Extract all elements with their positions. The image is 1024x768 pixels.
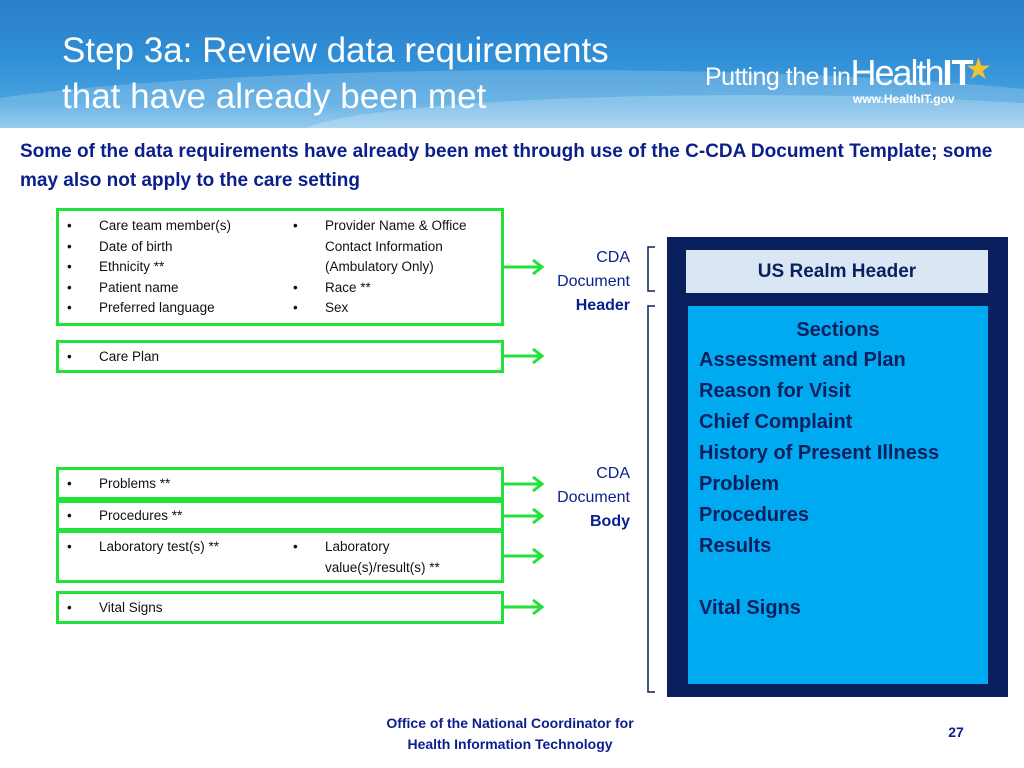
procedures-box: Procedures ** [56,500,504,531]
cda-label-line: Header [536,294,630,318]
list-item: Laboratory test(s) ** [59,537,289,558]
list-item-continuation: value(s)/result(s) ** [325,559,440,575]
section-item: Procedures [699,504,810,526]
demographics-box: Care team member(s) Date of birth Ethnic… [56,208,504,326]
us-realm-header-box: US Realm Header [686,250,988,293]
section-item: Reason for Visit [699,380,851,402]
cda-label-line: Document [557,489,630,506]
footer-line: Health Information Technology [407,736,613,752]
list-item-continuation: (Ambulatory Only) [325,259,434,274]
title-line-1: Step 3a: Review data requirements [62,31,609,70]
logo-text: Health [850,52,944,93]
section-item: Chief Complaint [699,411,853,433]
list-item: Vital Signs [59,598,499,619]
list-item: Date of birth [59,237,289,258]
cda-label-line: Document [557,273,630,290]
section-spacer [688,562,988,593]
logo-text: I [822,63,829,91]
header-bracket [647,246,655,292]
cda-label-line: CDA [596,249,630,266]
section-item: Problem [699,473,780,495]
arrow-right-icon [503,507,545,525]
title-line-2: that have already been met [62,77,487,116]
cda-header-label: CDA Document Header [536,246,630,318]
arrow-right-icon [503,598,545,616]
laboratory-box: Laboratory test(s) ** Laboratory value(s… [56,530,504,583]
list-item: Race ** [285,278,505,299]
list-item: Sex [285,298,505,319]
section-item: Results [699,535,772,557]
arrow-right-icon [503,347,545,365]
care-plan-col: Care Plan [59,347,499,368]
sections-title: Sections [796,319,880,341]
procedures-col: Procedures ** [59,506,499,527]
star-icon: ★ [965,53,992,86]
cda-label-emphasis: Body [590,513,630,530]
logo-text: IT [942,52,974,93]
vital-signs-box: Vital Signs [56,591,504,624]
page-number: 27 [948,724,964,740]
laboratory-col-1: Laboratory test(s) ** [59,537,289,558]
footer-organization: Office of the National Coordinator for H… [360,713,660,755]
logo-text: in [831,63,851,91]
logo-text: Putting the [705,63,820,91]
demographics-col-2: Provider Name & Office Contact Informati… [285,216,505,319]
demographics-col-1: Care team member(s) Date of birth Ethnic… [59,216,289,319]
list-item: Patient name [59,278,289,299]
slide-title: Step 3a: Review data requirements that h… [62,28,702,120]
list-item: Ethnicity ** [59,257,289,278]
vital-signs-col: Vital Signs [59,598,499,619]
sections-box: Sections Assessment and Plan Reason for … [688,306,988,684]
header-banner [0,0,1024,128]
body-bracket [647,305,655,693]
list-item: Care team member(s) [59,216,289,237]
list-item-continuation: Contact Information [325,238,443,254]
list-item: Provider Name & Office [285,216,505,237]
cda-label-emphasis: Header [575,297,630,314]
cda-label-line: Body [536,510,630,534]
arrow-right-icon [503,475,545,493]
care-plan-box: Care Plan [56,340,504,373]
section-item: Assessment and Plan [699,349,906,371]
list-item: Laboratory [285,537,505,558]
section-item: History of Present Illness [699,442,940,464]
list-item: Preferred language [59,298,289,319]
laboratory-col-2: Laboratory value(s)/result(s) ** [285,537,505,578]
list-item: Procedures ** [59,506,499,527]
list-item: Care Plan [59,347,499,368]
list-item: Problems ** [59,474,499,495]
footer-line: Office of the National Coordinator for [386,715,634,731]
problems-col: Problems ** [59,474,499,495]
cda-label-line: CDA [596,465,630,482]
problems-box: Problems ** [56,467,504,500]
cda-body-label: CDA Document Body [536,462,630,534]
arrow-right-icon [503,258,545,276]
arrow-right-icon [503,547,545,565]
slide-subtitle: Some of the data requirements have alrea… [20,141,993,191]
section-item: Vital Signs [699,597,801,619]
logo-url: www.HealthIT.gov [853,92,955,106]
